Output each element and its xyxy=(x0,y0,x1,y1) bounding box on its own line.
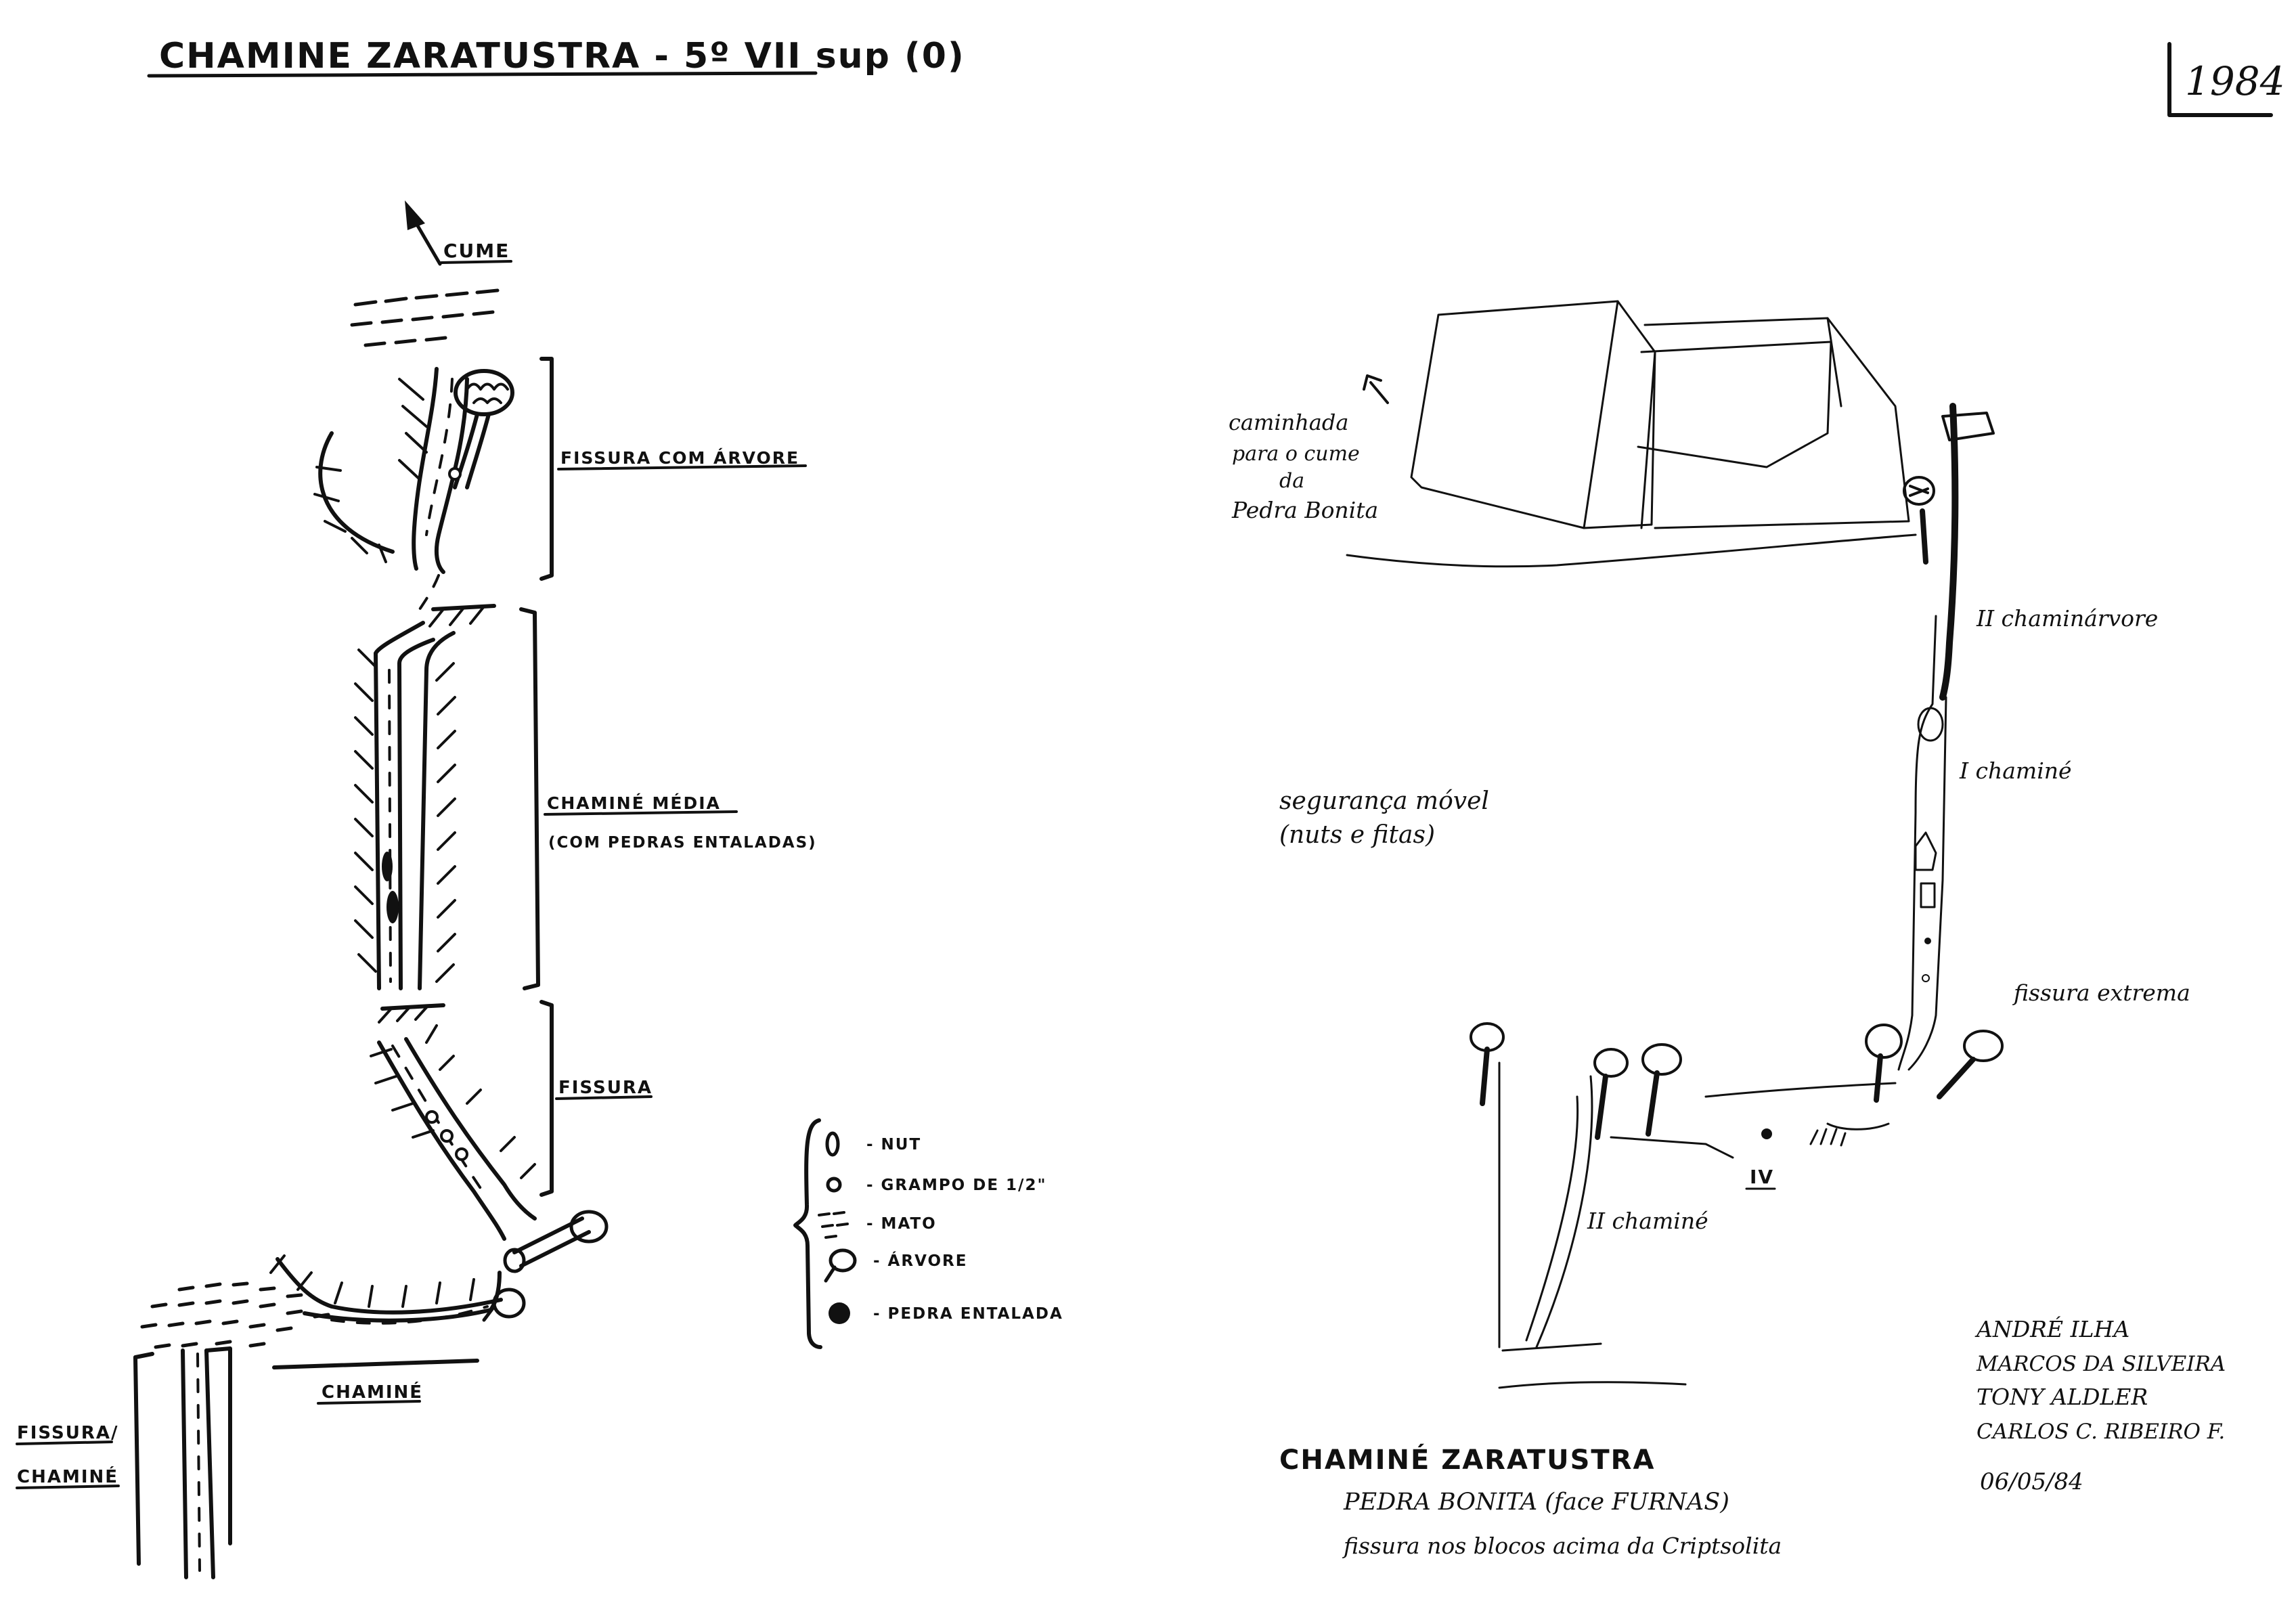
caption-line-3: fissura nos blocos acima da Criptsolita xyxy=(1342,1533,1782,1559)
tree-icon xyxy=(1903,476,1935,506)
walk-note-line: para o cume xyxy=(1232,442,1360,466)
boulder-sketch xyxy=(1346,300,1917,568)
tree-icon xyxy=(1641,1043,1682,1137)
author-name: TONY ALDLER xyxy=(1977,1384,2148,1410)
legend-item-bolt: - GRAMPO DE 1/2" xyxy=(826,1177,1046,1194)
crack-chimney-pitch: FISSURA/ CHAMINÉ xyxy=(16,1346,232,1579)
bush-icon xyxy=(818,1211,849,1239)
crack-pitch: FISSURA xyxy=(370,1000,653,1273)
legend-item-tree: - ÁRVORE xyxy=(824,1248,967,1283)
pitch-label-crack-extreme: fissura extrema xyxy=(2012,980,2190,1006)
chockstone-icon xyxy=(829,1302,850,1324)
right-sketch: caminhada para o cume da Pedra Bonita xyxy=(1229,300,2226,1559)
protection-note-line: (nuts e fitas) xyxy=(1279,821,1435,849)
protection-note: segurança móvel (nuts e fitas) xyxy=(1279,787,1489,849)
caption-line-2: PEDRA BONITA (face FURNAS) xyxy=(1343,1489,1729,1516)
author-list: ANDRÉ ILHA MARCOS DA SILVEIRA TONY ALDLE… xyxy=(1974,1315,2226,1495)
author-name: MARCOS DA SILVEIRA xyxy=(1976,1352,2226,1376)
walk-note-line: caminhada xyxy=(1229,410,1348,435)
summit-arrow-icon xyxy=(405,200,442,266)
bolt-icon xyxy=(448,467,462,481)
bolt-icon xyxy=(425,1110,439,1124)
bolt-icon xyxy=(455,1147,468,1161)
chockstone-icon xyxy=(382,852,393,881)
crack-with-tree-label: FISSURA COM ÁRVORE xyxy=(560,448,799,468)
chimney-pitch: CHAMINÉ xyxy=(269,1254,526,1405)
bolt-icon xyxy=(440,1129,454,1143)
pitch-label-p4: IV xyxy=(1750,1166,1774,1188)
crack-chimney-label-1: FISSURA/ xyxy=(17,1423,118,1443)
author-name: CARLOS C. RIBEIRO F. xyxy=(1977,1420,2225,1444)
bolt-icon xyxy=(826,1177,842,1193)
tree-icon xyxy=(1470,1022,1505,1106)
mid-chimney-note: (COM PEDRAS ENTALADAS) xyxy=(548,834,817,852)
tree-icon xyxy=(1593,1048,1629,1140)
crack-chimney-label-2: CHAMINÉ xyxy=(17,1466,118,1487)
legend-label-chockstone: - PEDRA ENTALADA xyxy=(873,1305,1063,1323)
legend-item-chockstone: - PEDRA ENTALADA xyxy=(829,1302,1063,1324)
legend-label-nut: - NUT xyxy=(866,1136,921,1154)
tree-icon xyxy=(1865,1024,1903,1103)
caption-title: CHAMINÉ ZARATUSTRA xyxy=(1279,1443,1655,1476)
legend: - NUT - GRAMPO DE 1/2" - MATO - ÁRVORE xyxy=(793,1118,1063,1349)
chimney-label: CHAMINÉ xyxy=(322,1381,423,1403)
chockstone-icon xyxy=(387,891,399,923)
walk-note: caminhada para o cume da Pedra Bonita xyxy=(1229,410,1378,523)
walk-note-line: da xyxy=(1279,469,1304,493)
crack-with-tree-pitch: FISSURA COM ÁRVORE xyxy=(313,357,807,581)
author-name: ANDRÉ ILHA xyxy=(1974,1315,2129,1342)
summit-label: CUME xyxy=(443,240,510,262)
left-topo: CUME FI xyxy=(16,200,1063,1579)
legend-item-bush: - MATO xyxy=(818,1211,937,1239)
walk-note-line: Pedra Bonita xyxy=(1231,497,1378,523)
bush-icon xyxy=(140,1281,330,1349)
legend-label-tree: - ÁRVORE xyxy=(873,1251,967,1270)
pitch-label-p2-upper: II chaminárvore xyxy=(1976,605,2158,632)
tree-icon xyxy=(482,1288,526,1322)
tree-icon xyxy=(503,1210,609,1273)
walk-arrow-icon xyxy=(1363,374,1389,404)
mid-chimney-label: CHAMINÉ MÉDIA xyxy=(547,793,721,813)
tree-icon xyxy=(1937,1030,2004,1099)
mid-chimney-pitch: CHAMINÉ MÉDIA (COM PEDRAS ENTALADAS) xyxy=(354,607,817,990)
route-line xyxy=(1498,403,1995,1389)
pitch-label-p1: I chaminé xyxy=(1959,757,2072,784)
date-label: 06/05/84 xyxy=(1980,1468,2083,1495)
legend-label-bush: - MATO xyxy=(866,1215,937,1233)
pitch-label-p2-lower: II chaminé xyxy=(1587,1208,1708,1234)
sketch-caption: CHAMINÉ ZARATUSTRA PEDRA BONITA (face FU… xyxy=(1279,1443,1782,1559)
header: CHAMINE ZARATUSTRA - 5º VII sup (0) 1984 xyxy=(147,36,2285,117)
year-box: 1984 xyxy=(2167,42,2285,117)
year-label: 1984 xyxy=(2185,58,2285,104)
legend-label-bolt: - GRAMPO DE 1/2" xyxy=(866,1177,1046,1194)
nut-icon xyxy=(825,1131,840,1157)
legend-item-nut: - NUT xyxy=(825,1131,921,1157)
tree-icon xyxy=(824,1248,857,1283)
summit-bush-icon xyxy=(350,288,500,347)
crack-label: FISSURA xyxy=(558,1078,653,1098)
protection-note-line: segurança móvel xyxy=(1279,787,1489,815)
page-title: CHAMINE ZARATUSTRA - 5º VII sup (0) xyxy=(159,36,965,76)
